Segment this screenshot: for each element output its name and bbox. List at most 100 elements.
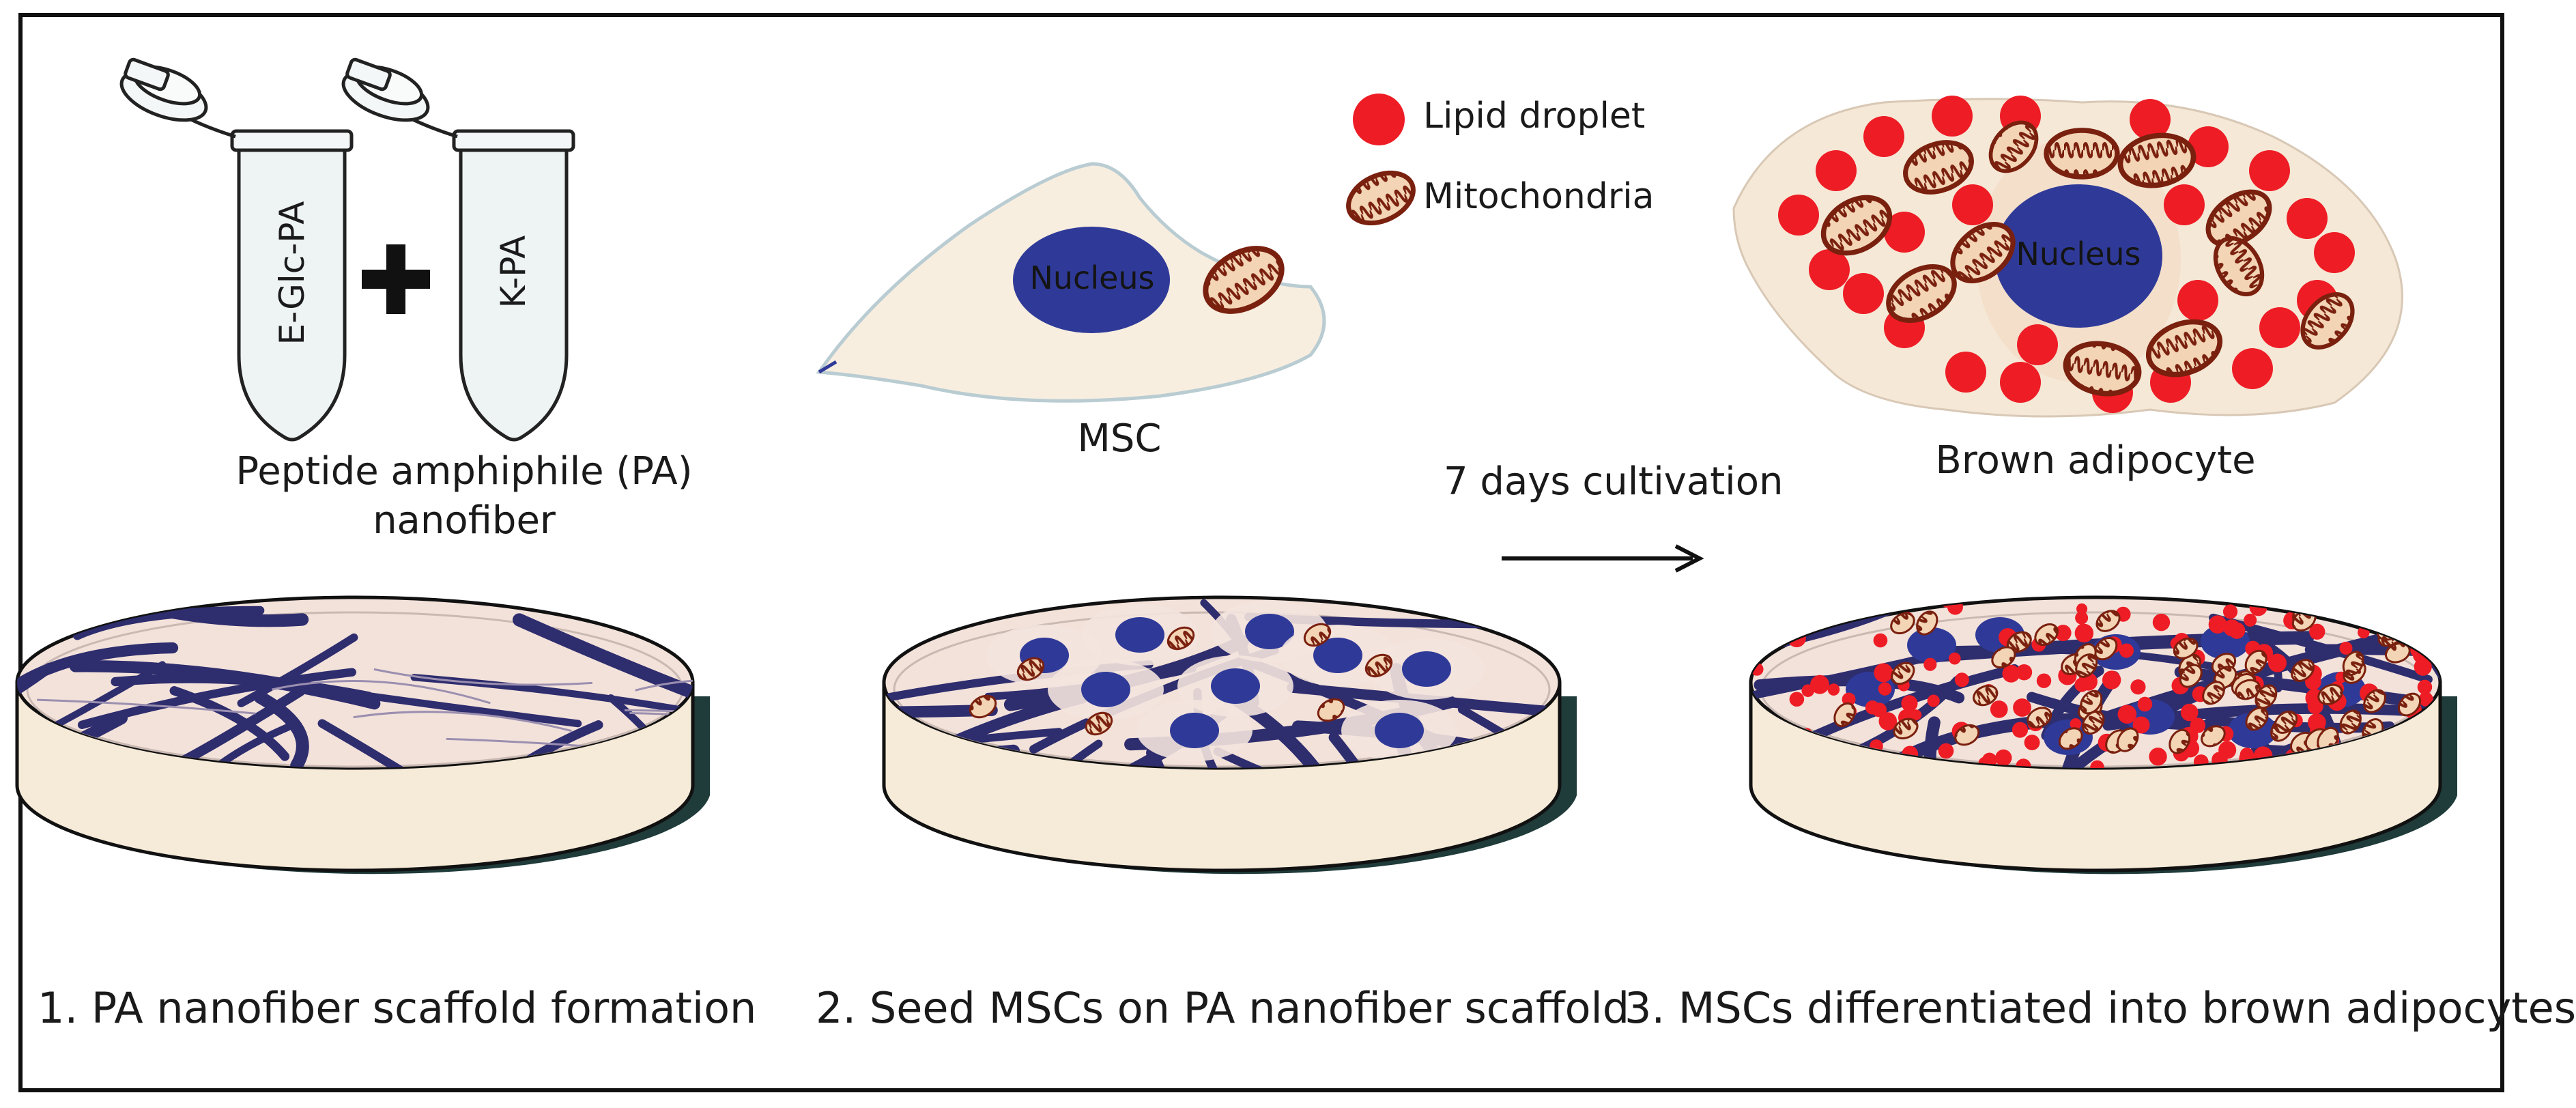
mitochondrion [1016, 657, 1045, 681]
mitochondrion [1950, 222, 2016, 283]
lipid-droplet [1923, 657, 1937, 671]
lipid-droplet [2339, 641, 2353, 655]
cell-nucleus [1375, 713, 1424, 748]
lipid-droplet [1952, 184, 1993, 225]
lipid-droplet [1794, 610, 1809, 625]
nanofiber [1328, 732, 1413, 768]
msc-label: MSC [1077, 416, 1162, 461]
lipid-droplet [2249, 150, 2290, 191]
msc-nucleus [1013, 227, 1170, 333]
lipid-droplet [2417, 679, 2433, 695]
mitochondrion [2235, 679, 2261, 700]
lipid-droplet [2017, 324, 2058, 365]
lipid-droplet [1948, 652, 1961, 665]
lipid-droplet [1810, 674, 1829, 694]
tube-e-glc-pa [119, 57, 354, 442]
figure: E-Glc-PA K-PA Peptide amphiphile (PA) na… [15, 13, 2576, 1092]
mitochondrion [2213, 236, 2265, 297]
mitochondrion [2095, 610, 2121, 632]
lipid-droplet [2076, 623, 2089, 637]
mitochondrion [1991, 646, 2016, 669]
lipid-droplet [1787, 628, 1806, 648]
plus-icon [362, 244, 430, 314]
mitochondrion [2300, 292, 2355, 350]
lipid-droplet [2334, 597, 2349, 607]
lipid-droplet [2222, 604, 2238, 619]
lipid-droplet [1878, 712, 1898, 730]
mitochondrion [2274, 710, 2298, 734]
lipid-droplet [1990, 700, 2008, 718]
lipid-droplet [2152, 613, 2171, 631]
lipid-droplet [1932, 96, 1973, 137]
mitochondrion [2398, 692, 2422, 717]
lipid-droplet [2418, 692, 2433, 707]
lipid-droplet [2090, 760, 2104, 768]
mitochondrion [1886, 264, 1957, 323]
lipid-droplet [2259, 307, 2300, 348]
lipid-droplet [1901, 695, 1918, 712]
lipid-droplet [1910, 709, 1922, 721]
step-1-caption: 1. PA nanofiber scaffold formation [38, 983, 757, 1033]
mitochondrion [1317, 698, 1345, 722]
cultivation-arrow-icon [1502, 544, 1704, 573]
mitochondrion [2291, 659, 2315, 682]
lipid-droplet [2137, 696, 2153, 712]
mitochondrion [2363, 689, 2386, 713]
adipocyte-nucleus-label: Nucleus [2016, 236, 2141, 272]
mitochondrion [2063, 341, 2142, 397]
lipid-droplet [2309, 623, 2325, 640]
mitochondrion [2027, 707, 2052, 728]
msc-cell [816, 162, 1326, 403]
mitochondrion [1973, 685, 1999, 707]
mitochondrion [1820, 195, 1893, 256]
tube-label-k-pa: K-PA [493, 235, 533, 309]
mitochondrion [2058, 727, 2083, 750]
step-3-caption: 3. MSCs differentiated into brown adipoc… [1625, 983, 2576, 1033]
nanofiber [72, 606, 265, 640]
mitochondrion [1364, 653, 1393, 678]
lipid-droplet [2208, 615, 2227, 634]
lipid-droplet [2190, 718, 2206, 733]
legend-mitochondria-label: Mitochondria [1423, 176, 1655, 217]
lipid-droplet [2367, 597, 2385, 612]
nanofiber [345, 689, 582, 728]
lipid-droplet [2024, 735, 2040, 751]
mitochondrion [2384, 642, 2411, 664]
lipid-droplet [2070, 718, 2082, 730]
lipid-droplet [1927, 694, 1940, 707]
lipid-droplet [2223, 619, 2241, 637]
lipid-droplet [2180, 703, 2199, 722]
mitochondrion [2342, 651, 2364, 677]
mitochondrion [2145, 319, 2223, 378]
mitochondrion [2169, 728, 2191, 754]
lipid-droplet [2414, 657, 2432, 676]
lipid-droplet [2076, 603, 2088, 614]
mitochondrion [2080, 690, 2103, 715]
lipid-droplet [1827, 683, 1840, 696]
lipid-droplet [1751, 648, 1762, 662]
nanofiber [1025, 739, 1103, 768]
lipid-droplet [2012, 722, 2029, 738]
mitochondrion [1916, 610, 1938, 636]
mitochondrion [2093, 636, 2118, 661]
lipid-droplet [2132, 716, 2150, 734]
lipid-droplet [1816, 150, 1857, 191]
lipid-droplet [2117, 705, 2137, 724]
nanofiber [317, 719, 549, 768]
dish-1 [15, 595, 710, 875]
lipid-droplet [2164, 184, 2205, 225]
lipid-droplet [2036, 673, 2052, 688]
lipid-droplet [1872, 705, 1885, 717]
lipid-droplet [1778, 195, 1819, 236]
mitochondrion [1085, 711, 1113, 736]
tube-k-pa [341, 57, 575, 442]
mitochondrion [1833, 702, 1856, 728]
dish-2 [882, 595, 1577, 875]
lipid-droplet [2321, 597, 2334, 608]
lipid-droplet [2130, 99, 2171, 140]
mitochondrion [2201, 725, 2226, 748]
nanofiber [1457, 705, 1560, 768]
nanofiber [1287, 682, 1560, 727]
nanofiber [2009, 679, 2227, 768]
lipid-droplet [2002, 664, 2020, 683]
